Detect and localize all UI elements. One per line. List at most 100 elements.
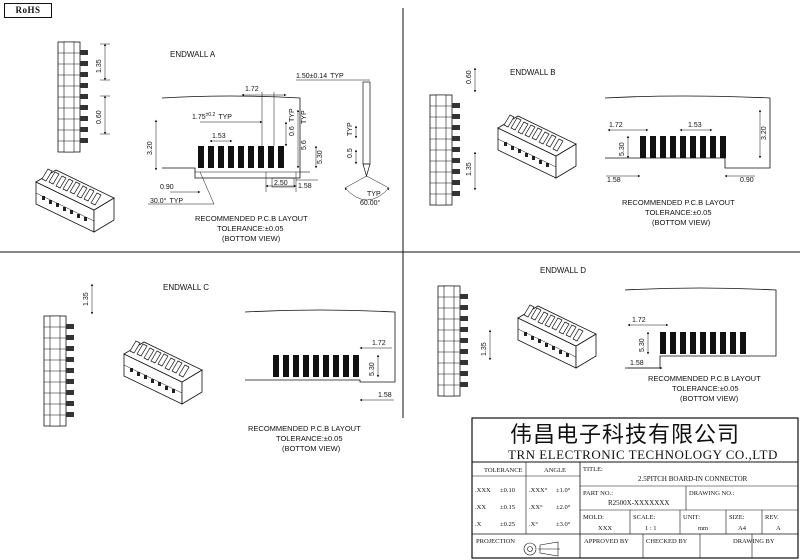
drawing-label: TOLERANCE bbox=[484, 467, 523, 474]
projection-symbol-icon bbox=[523, 541, 560, 557]
drawing-label: .XXX bbox=[475, 487, 491, 494]
drawing-label: 0.6 bbox=[289, 126, 296, 136]
drawing-label: TYP bbox=[289, 108, 296, 122]
drawing-label: ±0.2 bbox=[206, 112, 216, 118]
drawing-label: TOLERANCE:±0.05 bbox=[672, 384, 739, 393]
drawing-label: 1.72 bbox=[372, 340, 386, 347]
panel-endwall-a: ENDWALL A 1.35 0.60 bbox=[35, 41, 390, 243]
drawing-label: UNIT: bbox=[683, 514, 700, 521]
panel-a-pads bbox=[198, 146, 284, 168]
panel-endwall-b: ENDWALL B 0.60 1.35 1.72 1.53 5.30 3.20 … bbox=[429, 67, 771, 227]
frame-lines bbox=[0, 8, 800, 418]
drawing-label: 1 : 1 bbox=[645, 525, 657, 532]
drawing-label: A bbox=[776, 525, 781, 532]
drawing-label: .XX° bbox=[529, 504, 543, 511]
drawing-label: ENDWALL B bbox=[510, 68, 556, 77]
drawing-label: 0.60 bbox=[466, 70, 473, 84]
drawing-label: APPROVED BY bbox=[584, 538, 629, 545]
drawing-label: 1.58 bbox=[630, 360, 644, 367]
drawing-label: 1.75 bbox=[192, 114, 206, 121]
drawing-label: XXX bbox=[598, 525, 612, 532]
drawing-label: 5.30 bbox=[369, 362, 376, 376]
drawing-label: ANGLE bbox=[544, 467, 566, 474]
company-name-en: TRN ELECTRONIC TECHNOLOGY CO.,LTD bbox=[508, 447, 778, 462]
drawing-label: 5.30 bbox=[619, 142, 626, 156]
panel-endwall-d: ENDWALL D 1.35 1.72 5.30 1.58 RECOMMENDE… bbox=[437, 266, 777, 403]
drawing-label: 1.35 bbox=[83, 292, 90, 306]
drawing-label: MOLD: bbox=[583, 514, 604, 521]
drawing-label: ENDWALL C bbox=[163, 283, 209, 292]
panel-b-iso-view bbox=[497, 114, 577, 179]
drawing-label: DRAWING BY bbox=[733, 538, 775, 545]
drawing-label: ±2.0° bbox=[556, 504, 571, 511]
drawing-label: .XX bbox=[475, 504, 486, 511]
drawing-label: TYP bbox=[301, 110, 308, 124]
drawing-label: SIZE: bbox=[729, 514, 745, 521]
drawing-label: .X° bbox=[529, 521, 538, 528]
drawing-label: TYP bbox=[169, 198, 183, 205]
panel-d-pads bbox=[660, 332, 746, 354]
drawing-label: 1.35 bbox=[96, 59, 103, 73]
drawing-label: DRAWING NO.: bbox=[689, 490, 735, 497]
drawing-label: 1.58 bbox=[298, 183, 312, 190]
panel-c-side-view bbox=[43, 315, 75, 427]
drawing-label: PROJECTION bbox=[476, 538, 515, 545]
drawing-label: 1.35 bbox=[481, 342, 488, 356]
drawing-label: 1.72 bbox=[609, 122, 623, 129]
panel-d-iso-view bbox=[517, 304, 597, 369]
drawing-label: RECOMMENDED P.C.B LAYOUT bbox=[622, 198, 735, 207]
drawing-label: 0.90 bbox=[740, 177, 754, 184]
drawing-label: 30.0° bbox=[150, 197, 167, 205]
drawing-label: ±3.0° bbox=[556, 521, 571, 528]
drawing-label: RECOMMENDED P.C.B LAYOUT bbox=[648, 374, 761, 383]
drawing-label: RECOMMENDED P.C.B LAYOUT bbox=[248, 424, 361, 433]
drawing-label: 1.58 bbox=[378, 392, 392, 399]
drawing-label: TOLERANCE:±0.05 bbox=[645, 208, 712, 217]
drawing-label: TOLERANCE:±0.05 bbox=[217, 224, 284, 233]
panel-c-iso-view bbox=[123, 340, 203, 405]
drawing-label: ±1.0° bbox=[556, 487, 571, 494]
drawing-label: 1.53 bbox=[688, 122, 702, 129]
drawing-label: 1.72 bbox=[632, 317, 646, 324]
drawing-label: 2.50 bbox=[274, 180, 288, 187]
drawing-label: TYP bbox=[367, 191, 381, 198]
drawing-label: 5.6 bbox=[301, 140, 308, 150]
drawing-label: 0.90 bbox=[160, 184, 174, 191]
drawing-label: 0.5 bbox=[347, 148, 354, 158]
drawing-label: TYP bbox=[218, 114, 232, 121]
drawing-label: 3.20 bbox=[761, 126, 768, 140]
company-name-cn: 伟昌电子科技有限公司 bbox=[510, 422, 740, 447]
panel-a-iso-view bbox=[35, 168, 115, 233]
drawing-label: TITLE: bbox=[583, 466, 603, 473]
drawing-label: A4 bbox=[738, 525, 747, 532]
tolerance-rows: .XXX ±0.10 .XXX° ±1.0° .XX ±0.15 .XX° ±2… bbox=[475, 487, 571, 528]
drawing-label: 1.53 bbox=[212, 133, 226, 140]
drawing-label: 1.72 bbox=[245, 86, 259, 93]
panel-b-pads bbox=[640, 136, 726, 158]
drawing-label: (BOTTOM VIEW) bbox=[680, 394, 739, 403]
drawing-title: 2.5PITCH BOARD-IN CONNECTOR bbox=[638, 475, 748, 483]
drawing-label: 60.00° bbox=[360, 199, 381, 207]
drawing-label: ±0.10 bbox=[500, 487, 515, 494]
rohs-badge: RoHS bbox=[4, 3, 52, 18]
drawing-label: 1.50±0.14 bbox=[296, 73, 327, 80]
drawing-label: ±0.15 bbox=[500, 504, 515, 511]
drawing-label: PART NO.: bbox=[583, 490, 613, 497]
drawing-label: TYP bbox=[347, 122, 354, 136]
drawing-label: 3.20 bbox=[147, 141, 154, 155]
drawing-label: TOLERANCE:±0.05 bbox=[276, 434, 343, 443]
drawing-label: 5.30 bbox=[639, 338, 646, 352]
drawing-label: 1.35 bbox=[466, 162, 473, 176]
drawing-label: REV. bbox=[765, 514, 779, 521]
drawing-label: (BOTTOM VIEW) bbox=[652, 218, 711, 227]
drawing-label: RECOMMENDED P.C.B LAYOUT bbox=[195, 214, 308, 223]
drawing-label: 1.58 bbox=[607, 177, 621, 184]
panel-c-pads bbox=[273, 355, 359, 377]
panel-a-side-view bbox=[57, 41, 89, 153]
drawing-label: ±0.25 bbox=[500, 521, 515, 528]
drawing-label: 0.60 bbox=[96, 110, 103, 124]
title-block bbox=[471, 417, 799, 559]
